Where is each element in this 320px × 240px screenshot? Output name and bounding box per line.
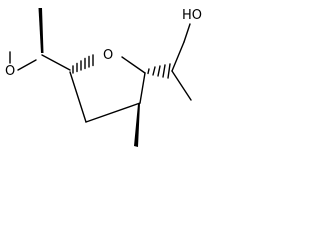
hashed-bond-side-chain [147,63,171,79]
bond-ring-c4-c3 [85,102,141,123]
bond-ring-c5-c4 [69,71,87,123]
bond-ring-c3-c2 [139,72,146,104]
atom-label-ring-oxygen: O [103,48,113,63]
molecule-structure: HO O O [5,8,202,147]
bond-side-chain-ch2 [171,41,185,72]
wedge-bond-top-methyl [38,8,44,53]
bond-chain-to-ring [41,54,71,71]
bond-ring-c2-oxygen [121,56,146,74]
bond-methoxy-oxygen [17,59,37,71]
wedge-bond-ring-methyl [134,103,140,147]
hashed-bond-ring-oxygen [72,54,94,74]
atom-label-hydroxyl: HO [182,8,202,23]
bond-side-chain-oh [183,23,191,43]
atom-label-methoxy-oxygen: O [5,64,15,79]
bond-side-chain-methyl [171,70,192,101]
